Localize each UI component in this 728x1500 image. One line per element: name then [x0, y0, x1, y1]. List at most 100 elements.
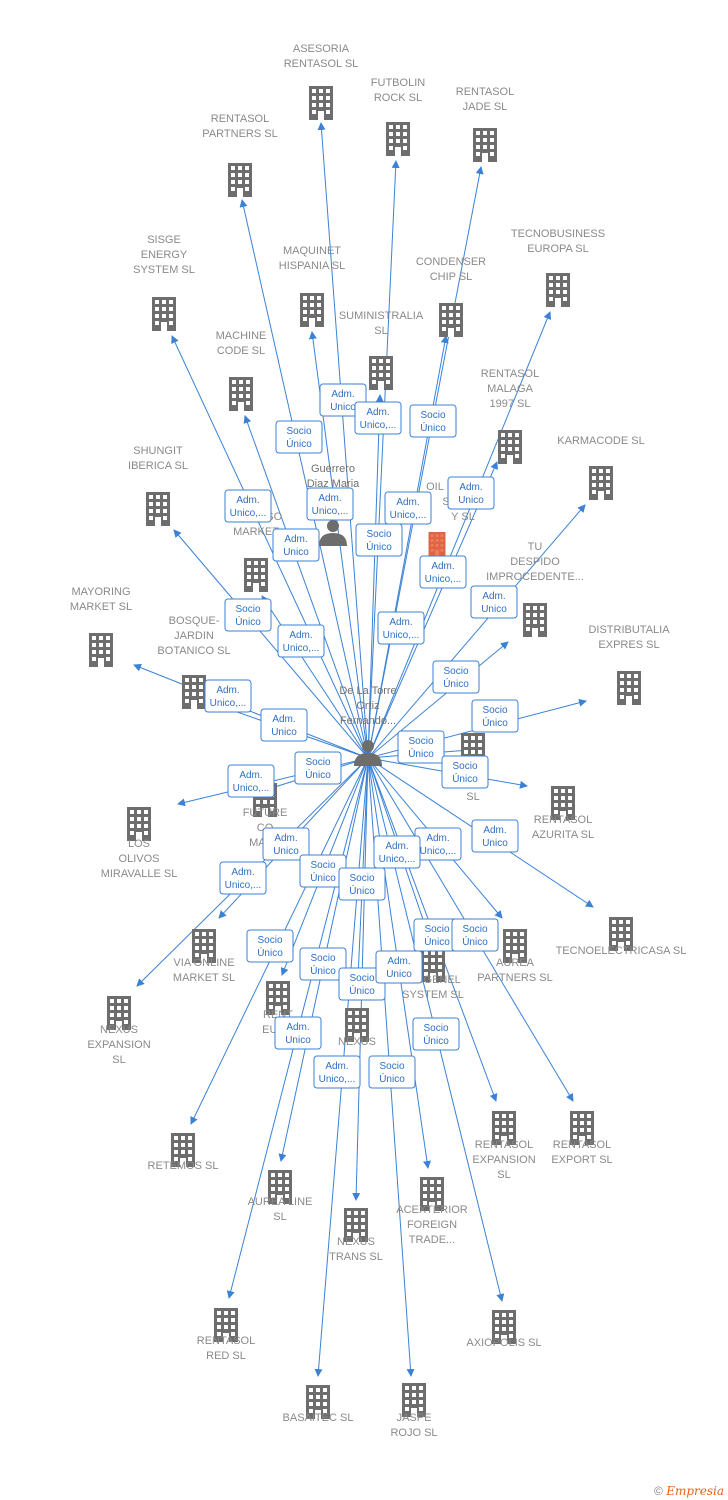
- company-label-line: TU: [528, 541, 543, 553]
- relation-box-text: Socio: [310, 953, 335, 964]
- company-label-line: RENTASOL: [553, 1139, 611, 1151]
- relation-box[interactable]: Adm.Unico,...: [414, 827, 462, 861]
- center-person-node[interactable]: De La TorreOrtizFernando...: [339, 685, 397, 766]
- relation-box[interactable]: Adm.Unico,...: [277, 624, 325, 658]
- relation-box[interactable]: Adm.Unico,...: [373, 835, 421, 869]
- relation-box-text: Unico,...: [360, 420, 397, 431]
- relation-box-text: Socio: [349, 973, 374, 984]
- brand-logo[interactable]: Empresia: [666, 1484, 724, 1498]
- relation-box-text: Adm.: [216, 685, 239, 696]
- company-node-karmacode[interactable]: KARMACODE SL: [557, 435, 645, 500]
- relation-box-text: Adm.: [389, 617, 412, 628]
- relation-box[interactable]: Adm.Unico,...: [419, 555, 467, 589]
- relation-box-text: Unico,...: [230, 508, 267, 519]
- company-label-line: JADE SL: [463, 101, 508, 113]
- relation-box[interactable]: Adm.Unico,...: [224, 489, 272, 523]
- relation-box-text: Socio: [366, 529, 391, 540]
- company-label-line: MARKET: [233, 526, 279, 538]
- relation-box[interactable]: Adm.Unico,...: [227, 764, 275, 798]
- relation-box[interactable]: Adm.Unico,...: [306, 487, 354, 521]
- relation-box[interactable]: Adm.Unico: [375, 950, 423, 984]
- relation-box[interactable]: Adm.Unico,...: [204, 679, 252, 713]
- relation-box-frame: [373, 835, 421, 869]
- relation-box[interactable]: Adm.Unico: [260, 708, 308, 742]
- company-label-line: TECNOELECTRICASA SL: [556, 945, 687, 957]
- relation-box[interactable]: Adm.Unico: [274, 1016, 322, 1050]
- company-node-nexus[interactable]: NEXUS: [338, 1008, 376, 1048]
- company-node-basaitec[interactable]: BASAITEC SL: [283, 1385, 354, 1424]
- relation-box[interactable]: Adm.Unico,...: [313, 1055, 361, 1089]
- relation-box[interactable]: Adm. Unico,...: [384, 491, 432, 525]
- relation-box[interactable]: Adm.Unico,...: [354, 401, 402, 435]
- relation-box[interactable]: Adm.Unico: [470, 585, 518, 619]
- relation-box[interactable]: Adm.Unico,...: [377, 611, 425, 645]
- relation-box[interactable]: Adm.Unico: [471, 819, 519, 853]
- company-node-axiopolis[interactable]: AXIOPOLIS SL: [466, 1310, 542, 1349]
- relation-box-text: Adm.: [396, 497, 419, 508]
- relation-box-text: Unico,...: [390, 510, 427, 521]
- company-node-tudespido[interactable]: TUDESPIDOIMPROCEDENTE...: [486, 541, 584, 637]
- company-node-acexterior[interactable]: ACEXTERIORFOREIGNTRADE...: [396, 1177, 468, 1246]
- relation-box[interactable]: Adm.Unico,...: [219, 861, 267, 895]
- person-icon-body: [319, 533, 347, 546]
- company-node-tecnoelectricasa[interactable]: TECNOELECTRICASA SL: [556, 917, 687, 957]
- relation-box[interactable]: Adm.Unico: [262, 827, 310, 861]
- relation-box-text: Unico,...: [225, 880, 262, 891]
- company-label-line: SL: [374, 325, 387, 337]
- relation-box-text: Único: [257, 946, 283, 959]
- relation-box[interactable]: Adm.Unico: [447, 476, 495, 510]
- company-label-line: TRANS SL: [329, 1251, 383, 1263]
- company-label-line: AUREA LINE: [248, 1196, 313, 1208]
- relation-box[interactable]: Adm.Unico: [272, 528, 320, 562]
- company-node-retemos[interactable]: RETEMOS SL: [148, 1133, 219, 1172]
- company-label-line: PARTNERS SL: [477, 972, 552, 984]
- company-label-line: MARKET SL: [70, 601, 132, 613]
